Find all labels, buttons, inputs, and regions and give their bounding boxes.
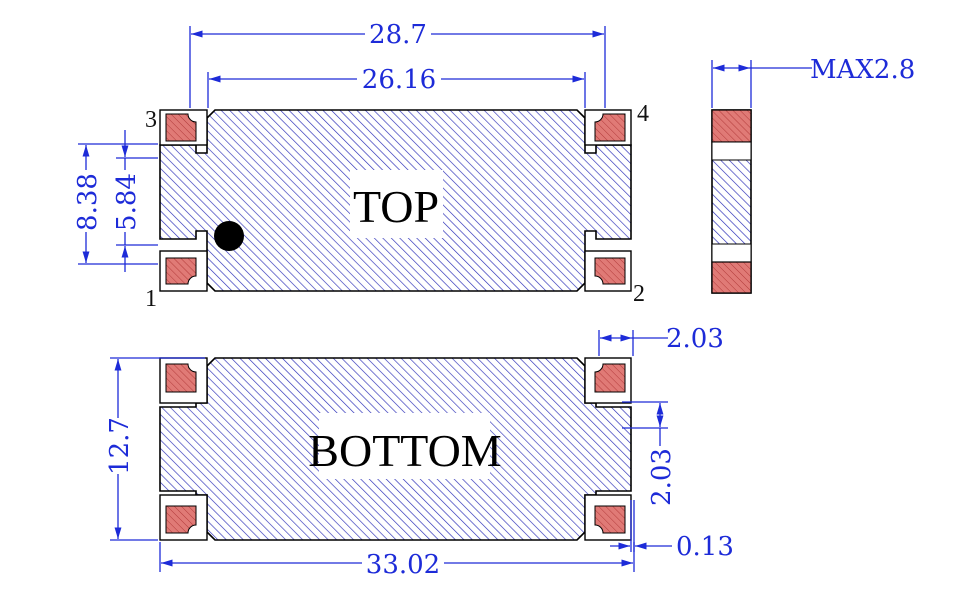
top-pad-3 [159,109,208,146]
dim-pad-height: 2.03 [622,401,677,508]
svg-text:26.16: 26.16 [362,65,436,95]
dim-bottom-height: 12.7 [105,357,205,541]
bottom-pad-top-right [584,357,632,404]
pin-label-1: 1 [145,286,157,312]
pin-label-3: 3 [145,107,157,133]
top-pad-2 [584,250,632,292]
bottom-label-box [319,413,490,479]
dim-bottom-length: 33.02 [159,542,635,580]
top-label: TOP [353,181,439,232]
side-view: MAX2.8 [711,55,915,294]
svg-text:33.02: 33.02 [366,550,440,580]
svg-text:2.03: 2.03 [666,324,724,354]
top-view: TOP 3 4 1 2 28.7 26.16 8.38 [73,20,649,312]
top-pad-4 [584,109,632,146]
dim-height-inner: 5.84 [112,130,158,272]
bottom-pad-top-left [159,357,208,404]
bottom-view: BOTTOM 12.7 33.02 2.03 [105,324,734,580]
dim-pad-width: 2.03 [598,324,724,356]
top-pad-1 [159,250,208,292]
svg-text:2.03: 2.03 [647,448,677,506]
dim-inner-length: 26.16 [207,65,586,108]
pin1-marker-dot [214,221,244,251]
dim-overall-length: 28.7 [189,20,606,108]
svg-text:8.38: 8.38 [73,173,103,231]
dim-offset: 0.13 [610,500,734,562]
bottom-pad-bottom-right [584,494,632,541]
svg-text:0.13: 0.13 [676,532,734,562]
pin-label-2: 2 [633,281,645,307]
bottom-label: BOTTOM [308,425,501,476]
pin-label-4: 4 [637,101,649,127]
svg-text:28.7: 28.7 [369,20,427,50]
dim-thickness: MAX2.8 [711,55,915,108]
svg-text:MAX2.8: MAX2.8 [810,55,915,85]
svg-text:12.7: 12.7 [105,417,135,475]
svg-text:5.84: 5.84 [112,173,142,231]
dim-height-outer: 8.38 [73,143,158,265]
top-label-box [350,170,443,238]
bottom-pad-bottom-left [159,494,208,541]
